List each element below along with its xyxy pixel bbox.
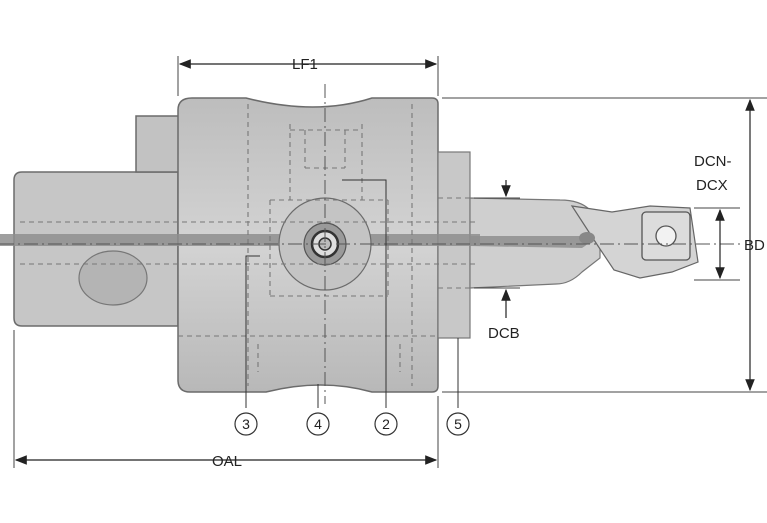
callout-2: 2 xyxy=(374,412,398,436)
callout-5: 5 xyxy=(446,412,470,436)
dcx-label-line2: DCX xyxy=(696,177,728,194)
extension-lines xyxy=(13,56,767,468)
lf1-label: LF1 xyxy=(292,56,318,73)
callout-5-label: 5 xyxy=(454,416,462,432)
callout-4-label: 4 xyxy=(314,416,322,432)
callout-2-label: 2 xyxy=(382,416,390,432)
callout-3-label: 3 xyxy=(242,416,250,432)
dcn-label-line1: DCN- xyxy=(694,153,732,170)
shank-flat xyxy=(78,250,148,306)
key-block xyxy=(135,115,183,173)
hidden-lines xyxy=(20,104,478,386)
insert-screw xyxy=(655,225,677,247)
coolant-outlet xyxy=(579,232,595,244)
callout-3: 3 xyxy=(234,412,258,436)
dcb-label: DCB xyxy=(488,325,520,342)
center-lines xyxy=(0,84,740,404)
callout-leaders xyxy=(245,179,459,408)
coolant-channel-tip xyxy=(470,236,589,248)
dimension-lines xyxy=(14,59,755,465)
shank xyxy=(13,171,179,327)
callout-4: 4 xyxy=(306,412,330,436)
bd-label: BD xyxy=(744,237,765,254)
oal-label: OAL xyxy=(212,453,242,470)
